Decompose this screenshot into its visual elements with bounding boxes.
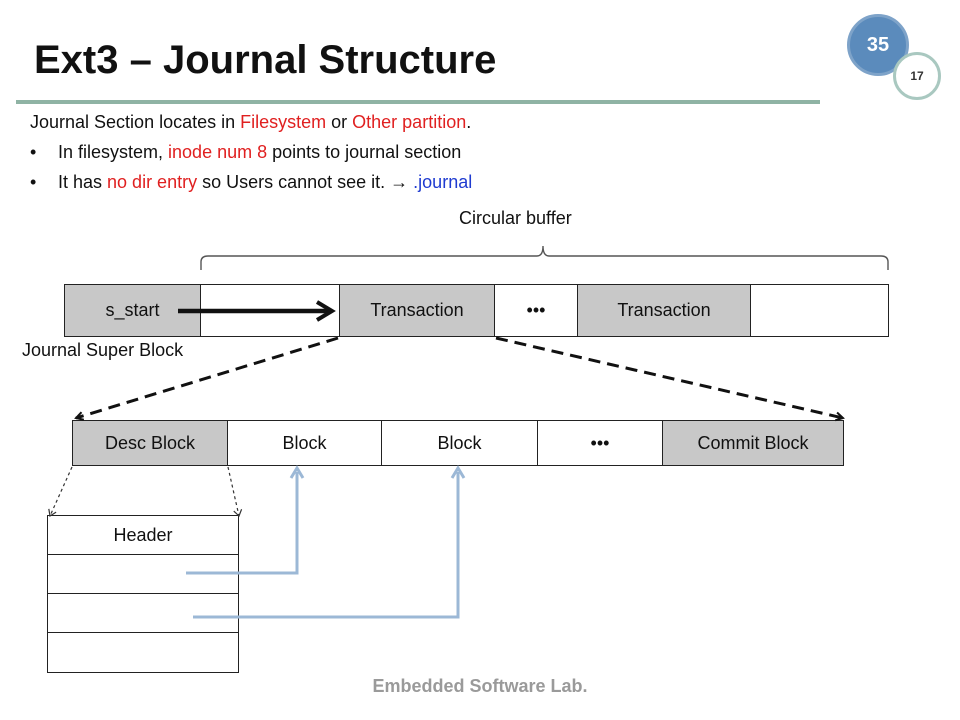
transaction-cell-desc-block: Desc Block — [72, 421, 228, 465]
journal-cell-ellipsis: ••• — [495, 285, 578, 336]
bullet-journal-name: .journal — [413, 172, 473, 192]
block-pointer-arrow — [186, 465, 305, 575]
bullet-dot: • — [30, 142, 37, 162]
transaction-cell-block: Block — [228, 421, 382, 465]
journal-cell-empty — [751, 285, 889, 336]
intro-other-partition: Other partition — [352, 112, 467, 132]
slide-title: Ext3 – Journal Structure — [34, 38, 497, 82]
expand-left-dashed — [76, 336, 339, 418]
bullet-highlight: inode num 8 — [168, 142, 268, 162]
intro-text: Journal Section locates in Filesystem or… — [30, 112, 471, 133]
journal-cell-empty — [201, 285, 340, 336]
desc-to-header-dashed — [48, 466, 73, 517]
transaction-cell-commit-block: Commit Block — [663, 421, 844, 465]
intro-part: or — [326, 112, 353, 132]
bullet-dot: • — [30, 172, 37, 192]
bullet-highlight: no dir entry — [107, 172, 198, 192]
header-table-row: Header — [48, 516, 238, 555]
journal-super-block-label: Journal Super Block — [22, 340, 184, 360]
header-table-row — [48, 555, 238, 594]
sub-number-badge: 17 — [893, 52, 941, 100]
journal-row: s_start Transaction ••• Transaction — [64, 284, 889, 337]
bullet-text: points to journal section — [267, 142, 462, 162]
header-table: Header — [47, 515, 239, 673]
bullet-dir-entry: • It has no dir entry so Users cannot see… — [30, 172, 472, 193]
bullet-inode: • In filesystem, inode num 8 points to jo… — [30, 142, 461, 163]
expand-right-dashed — [495, 336, 843, 418]
bullet-text: so Users cannot see it. → — [197, 172, 414, 192]
header-table-row — [48, 594, 238, 633]
circular-buffer-brace — [200, 245, 889, 270]
intro-filesystem: Filesystem — [240, 112, 327, 132]
transaction-cell-block: Block — [382, 421, 538, 465]
title-underline — [16, 100, 820, 104]
journal-cell-transaction: Transaction — [340, 285, 495, 336]
bullet-text: In filesystem, — [58, 142, 169, 162]
footer-lab-name: Embedded Software Lab. — [372, 676, 588, 696]
desc-to-header-dashed — [227, 466, 243, 518]
transaction-cell-ellipsis: ••• — [538, 421, 663, 465]
journal-cell-transaction: Transaction — [578, 285, 751, 336]
transaction-row: Desc Block Block Block ••• Commit Block — [72, 420, 844, 466]
circular-buffer-label: Circular buffer — [459, 208, 572, 228]
intro-part: . — [466, 112, 472, 132]
block-pointer-arrow — [193, 465, 466, 619]
intro-part: Journal Section locates in — [30, 112, 241, 132]
bullet-text: It has — [58, 172, 108, 192]
